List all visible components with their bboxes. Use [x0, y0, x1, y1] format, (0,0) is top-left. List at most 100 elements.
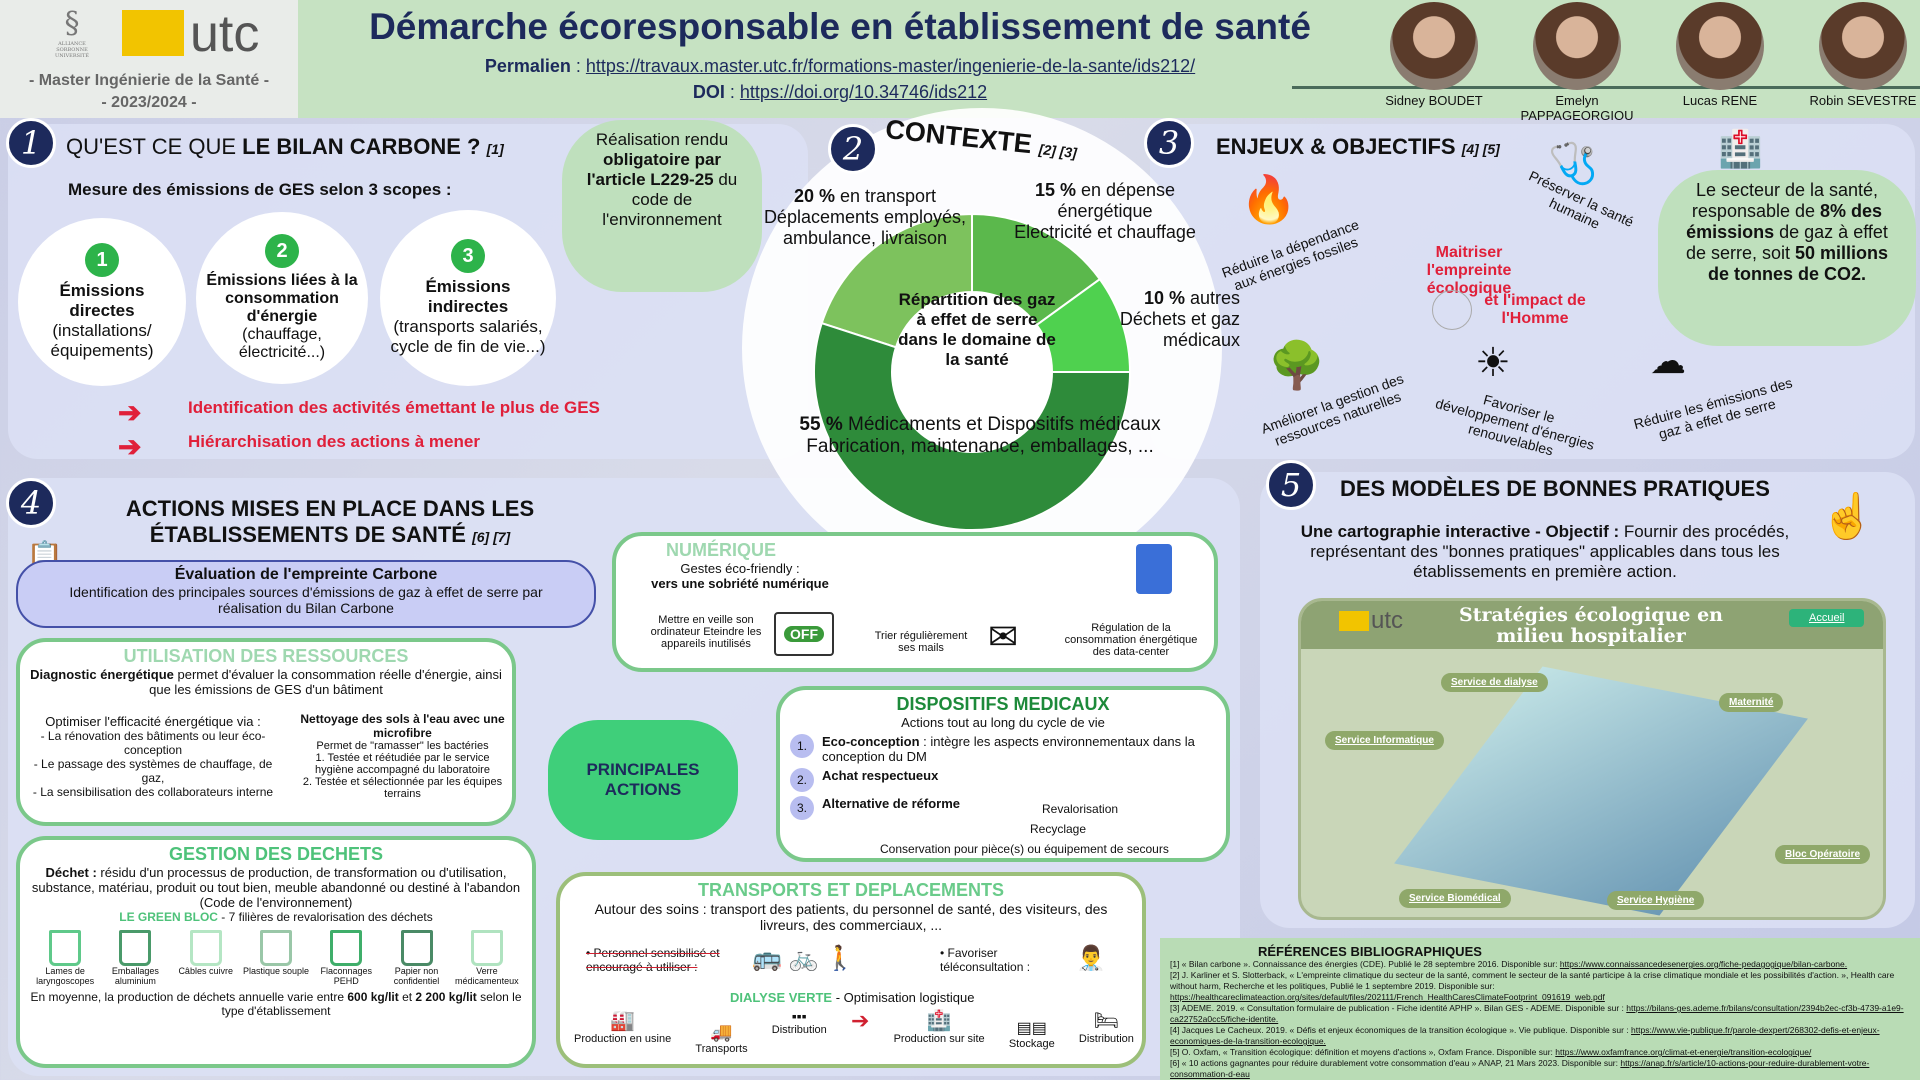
map-title: Stratégies écologique en milieu hospital…: [1458, 604, 1723, 647]
dialyse-sub: - Optimisation logistique: [832, 990, 975, 1005]
ref-text: [4] Jacques Le Cacheux. 2019. « Défis et…: [1170, 1025, 1632, 1035]
detail: Déchets et gaz médicaux: [1119, 309, 1240, 350]
utc-logo-mark: [1339, 611, 1369, 631]
section-title: ACTIONS MISES EN PLACE DANS LES ÉTABLISS…: [60, 496, 600, 548]
step-label: Distribution: [771, 1024, 827, 1036]
header-divider: [1292, 86, 1920, 89]
author-name: Robin SEVESTRE: [1809, 93, 1917, 108]
bin-icon: [119, 930, 152, 966]
desc-bold: Une cartographie interactive - Objectif …: [1300, 522, 1620, 541]
scope-title: Émissions liées à la consommation d'éner…: [206, 272, 358, 325]
dm-list: 1.Eco-conception : intègre les aspects e…: [790, 734, 1216, 820]
ref-link[interactable]: https://www.vie-publique.fr/parole-dexpe…: [1170, 1025, 1880, 1046]
author-photo: [1533, 2, 1621, 90]
scope-title: Émissions directes: [59, 281, 145, 320]
map-tag-bloc[interactable]: Bloc Opératoire: [1775, 845, 1871, 864]
ref-text: [2] J. Karliner et S. Slotterback, « L'e…: [1170, 970, 1895, 991]
map-tag-informatique[interactable]: Service Informatique: [1325, 731, 1444, 750]
map-tag-dialyse[interactable]: Service de dialyse: [1441, 673, 1548, 692]
reform-option: Revalorisation: [1042, 802, 1119, 816]
section-number: 2: [828, 124, 878, 174]
scopes-subtitle: Mesure des émissions de GES selon 3 scop…: [68, 180, 452, 199]
transport-text: Autour des soins : transport des patient…: [594, 901, 1108, 933]
label: en dépense énergétique: [1057, 180, 1176, 221]
dm-text: Alternative de réforme: [822, 796, 960, 811]
staff-bullet: • Personnel sensibilisé et encouragé à u…: [586, 946, 720, 974]
map-tag-maternite[interactable]: Maternité: [1719, 693, 1784, 712]
slice-label-medical: 55 % Médicaments et Dispositifs médicaux…: [770, 414, 1190, 458]
avg: En moyenne, la production de déchets ann…: [30, 990, 348, 1004]
ref-text: [6] « 10 actions gagnantes pour réduire …: [1170, 1058, 1621, 1068]
waste-bin: Plastique souple: [242, 930, 310, 986]
title-part: LE BILAN CARBONE ?: [242, 134, 481, 159]
s5-desc: Une cartographie interactive - Objectif …: [1280, 522, 1810, 582]
off-badge: OFF: [784, 626, 824, 642]
opt-item: - La sensibilisation des collaborateurs …: [32, 785, 274, 799]
home-button[interactable]: Accueil: [1789, 609, 1865, 627]
mail-icon: ✉: [988, 616, 1019, 657]
scope-text: (installations/ équipements): [50, 321, 154, 360]
step: 🏭Production en usine: [574, 1010, 672, 1045]
ref-link[interactable]: https://www.connaissancedesenergies.org/…: [1559, 959, 1848, 969]
doctor-phone-icon: 👨‍⚕️: [1076, 945, 1106, 972]
map-tag-hygiene[interactable]: Service Hygiène: [1607, 891, 1705, 910]
dm-item: 1.Eco-conception : intègre les aspects e…: [790, 734, 1216, 764]
author-name: Emelyn PAPPAGEORGIOU: [1520, 93, 1634, 123]
cloud-text: Le secteur de la santé, responsable de: [1691, 180, 1879, 221]
sorbonne-logo: §ALLIANCE SORBONNE UNIVERSITÉ: [52, 6, 92, 59]
pct: 20 %: [793, 186, 835, 206]
scope-text: (transports salariés, cycle de fin de vi…: [390, 317, 546, 356]
reference-item: [4] Jacques Le Cacheux. 2019. « Défis et…: [1170, 1025, 1910, 1047]
references-list: [1] « Bilan carbone ». Connaissance des …: [1170, 959, 1910, 1080]
doi-link[interactable]: https://doi.org/10.34746/ids212: [739, 82, 988, 102]
objective-1: Identification des activités émettant le…: [188, 398, 600, 417]
label: Médicaments et Dispositifs médicaux: [842, 414, 1161, 435]
waste-bin: Papier non confidentiel: [383, 930, 451, 986]
globe-icon: [1432, 290, 1472, 330]
step-label: Distribution: [1078, 1033, 1134, 1045]
bin-icon: [400, 930, 433, 966]
author-name: Sidney BOUDET: [1385, 93, 1483, 108]
eval-title: Évaluation de l'empreinte Carbone: [174, 566, 438, 583]
year-label: - 2023/2024 -: [101, 94, 197, 111]
doi-label: DOI: [692, 82, 725, 102]
hospital-icon: 🏥: [1718, 128, 1763, 169]
ref-text: [3] ADEME. 2019. « Consultation formulai…: [1170, 1003, 1627, 1013]
waste-bin: Flaconnages PEHD: [312, 930, 380, 986]
dm-bold: Eco-conception: [822, 734, 920, 749]
principal-actions-hub: PRINCIPALES ACTIONS: [548, 720, 738, 840]
ref-link[interactable]: https://healthcareclimateaction.org/site…: [1170, 992, 1605, 1002]
eco-bold: vers une sobriété numérique: [651, 576, 829, 591]
utc-logo-mark: [122, 10, 184, 56]
map-tag-biomedical[interactable]: Service Biomédical: [1399, 889, 1511, 908]
center-goal-b: et l'impact de l'Homme: [1484, 292, 1586, 327]
avg: 2 200 kg/lit: [415, 990, 477, 1004]
bin-label: Emballages aluminium: [111, 966, 159, 986]
dm-number: 3.: [790, 796, 814, 820]
reference: [6] [7]: [472, 529, 511, 545]
doi-line: DOI : https://doi.org/10.34746/ids212: [692, 82, 988, 102]
step: 🚚Transports: [695, 1022, 748, 1055]
step: 🏥Production sur site: [893, 1010, 985, 1045]
bin-icon: [189, 930, 222, 966]
bin-label: Papier non confidentiel: [393, 966, 440, 986]
step-label: Stockage: [1008, 1038, 1055, 1050]
desc-text: Fournir des procédés, représentant des "…: [1310, 522, 1790, 581]
ref-link[interactable]: https://anap.fr/s/article/10-actions-pou…: [1170, 1058, 1870, 1079]
ref-link[interactable]: https://www.oxfamfrance.org/climat-et-en…: [1555, 1047, 1812, 1057]
objective-2: Hiérarchisation des actions à mener: [188, 432, 480, 451]
opt-item: - Le passage des systèmes de chauffage, …: [33, 757, 273, 785]
ref-link[interactable]: https://bilans-ges.ademe.fr/bilans/consu…: [1170, 1003, 1904, 1024]
waste-bin: Câbles cuivre: [172, 930, 240, 986]
dm-text: Achat respectueux: [822, 768, 938, 783]
bin-label: Lames de laryngoscopes: [36, 966, 95, 986]
green-sub: - 7 filières de revalorisation des déche…: [217, 910, 433, 924]
box-sub: Actions tout au long du cycle de vie: [901, 715, 1105, 730]
permalink-link[interactable]: https://travaux.master.utc.fr/formations…: [585, 56, 1196, 76]
interactive-map-preview[interactable]: utc Stratégies écologique en milieu hosp…: [1298, 598, 1886, 920]
donut-center-label: Répartition des gaz à effet de serre dan…: [898, 290, 1056, 369]
map-header: [1301, 601, 1883, 649]
avg: et: [398, 990, 416, 1004]
section-title: QU'EST CE QUE LE BILAN CARBONE ? [1]: [66, 134, 504, 160]
diag-text: permet d'évaluer la consommation réelle …: [149, 667, 502, 697]
